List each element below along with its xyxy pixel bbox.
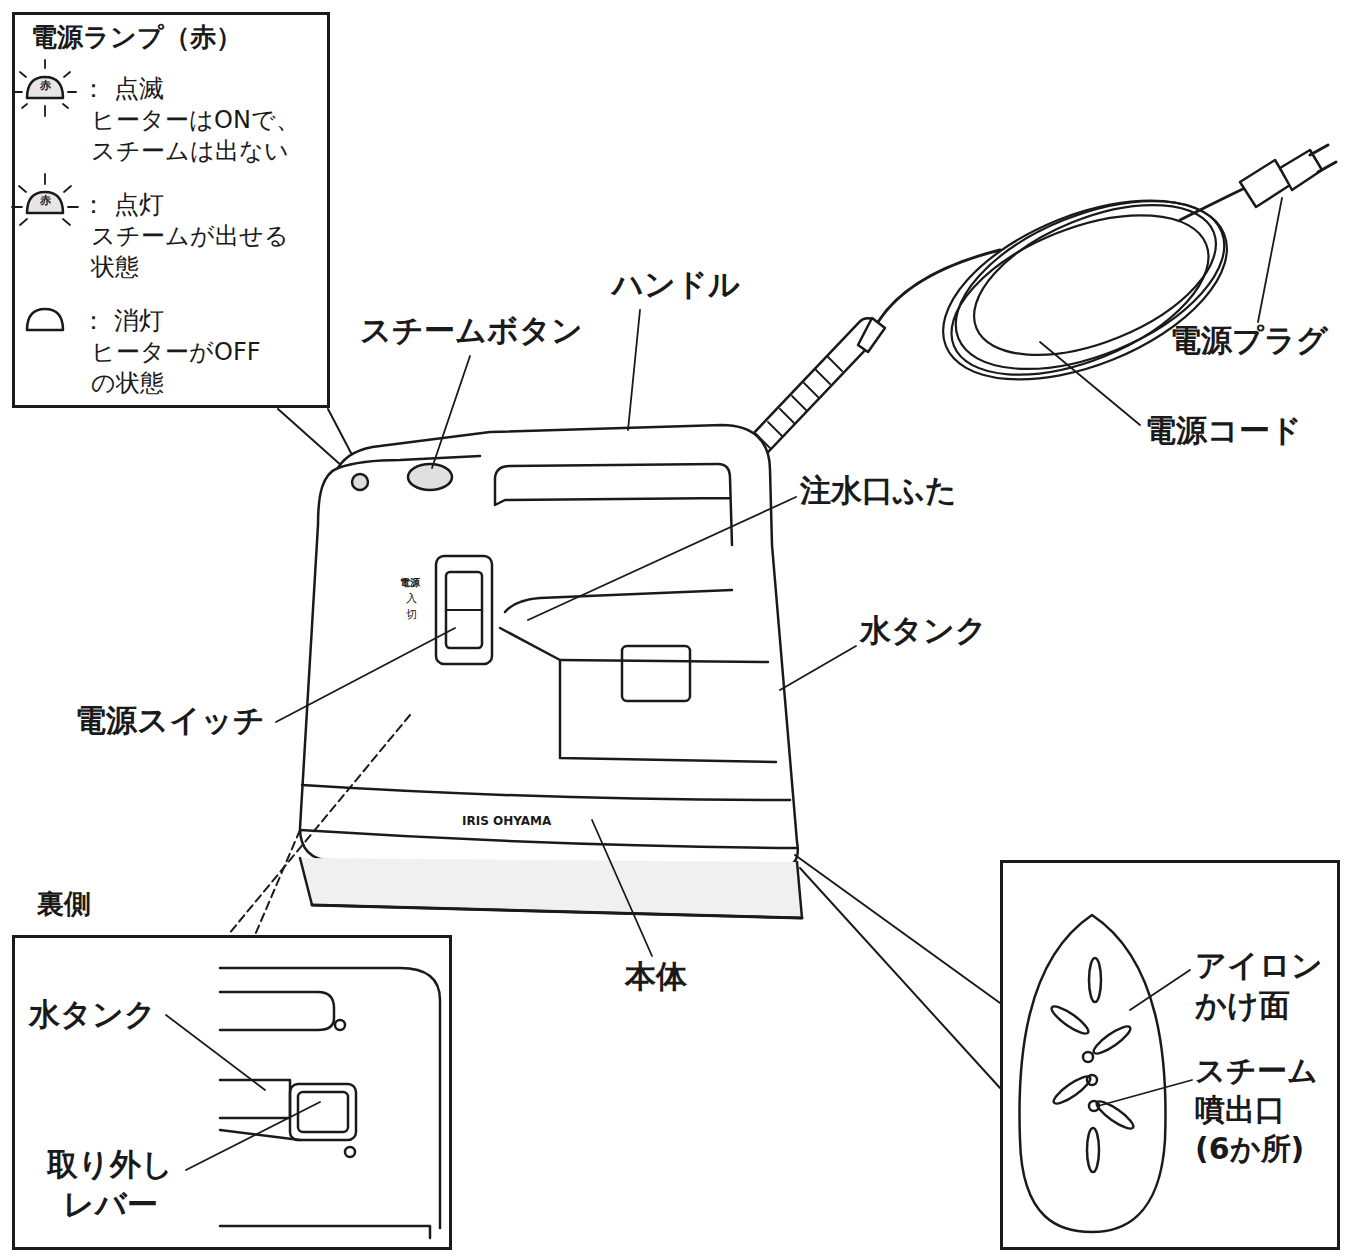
lamp-legend-box: 電源ランプ（赤） ： 点滅ヒーターはONで、 スチームは出ない ： 点灯スチームが出… bbox=[12, 12, 330, 408]
inset-heading: 裏側 bbox=[37, 886, 157, 921]
switch-marking: 切 bbox=[406, 608, 417, 621]
part-name: 電源コード bbox=[1145, 412, 1302, 449]
part-name: 電源プラグ bbox=[1170, 322, 1328, 359]
brand-logo: IRIS OHYAMA bbox=[462, 814, 551, 828]
lamp-state: ： 点灯 bbox=[81, 189, 321, 222]
part-name: ハンドル bbox=[612, 266, 740, 303]
lamp-on-icon bbox=[12, 174, 78, 225]
switch-marking: 入 bbox=[406, 592, 417, 605]
part-name: 水タンク bbox=[860, 612, 987, 649]
lamp-note: ヒーターはONで、 スチームは出ない bbox=[91, 105, 327, 167]
lamp-blink-icon bbox=[14, 60, 76, 116]
switch-marking: 電源 bbox=[400, 577, 420, 589]
rear-view-inset: 裏側水タンク取り外し レバー bbox=[12, 935, 452, 1250]
part-name: 注水口ふた bbox=[800, 472, 957, 509]
lamp-color-mark: 赤 bbox=[33, 194, 57, 207]
part-name: スチームボタン bbox=[360, 312, 583, 349]
lamp-color-mark: 赤 bbox=[33, 79, 57, 92]
lamp-note: ヒーターがOFF の状態 bbox=[91, 337, 327, 399]
lamp-state: ： 消灯 bbox=[81, 305, 321, 338]
part-name: 取り外し レバー bbox=[25, 1144, 195, 1225]
part-name: アイロン かけ面 bbox=[1195, 945, 1340, 1026]
part-name: 水タンク bbox=[29, 994, 189, 1034]
lamp-off-icon bbox=[27, 309, 63, 330]
lamp-note: スチームが出せる 状態 bbox=[91, 221, 327, 283]
part-name: 電源スイッチ bbox=[75, 702, 265, 739]
part-name: 本体 bbox=[625, 958, 687, 995]
box-heading: 電源ランプ（赤） bbox=[31, 21, 331, 55]
lamp-state: ： 点滅 bbox=[81, 73, 321, 106]
part-name: スチーム 噴出口 (6か所) bbox=[1195, 1051, 1340, 1168]
soleplate-inset: アイロン かけ面スチーム 噴出口 (6か所) bbox=[1000, 860, 1340, 1250]
